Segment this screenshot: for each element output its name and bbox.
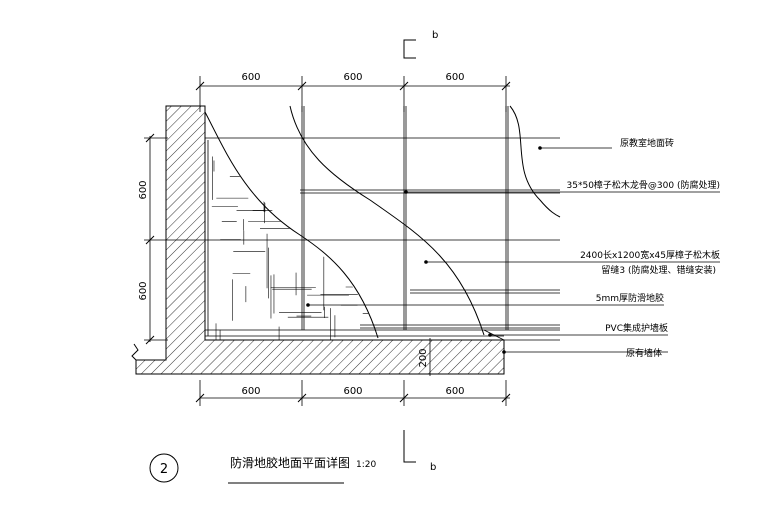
callout-gap: 留缝3 (防腐处理、错缝安装) <box>601 264 716 276</box>
top-dimension-line: 600 600 600 <box>195 72 511 112</box>
section-mark-top-label: b <box>432 30 438 41</box>
wall-thickness-dimension: 200 <box>418 338 431 376</box>
existing-wall <box>131 105 560 375</box>
callout-tile: 原教室地面砖 <box>620 137 674 149</box>
callout-labels: 原教室地面砖 35*50樟子松木龙骨@300 (防腐处理) 2400长x1200… <box>567 137 720 359</box>
dim-left-2: 600 <box>138 281 149 300</box>
break-lines <box>204 105 561 339</box>
callout-leaders <box>306 146 720 354</box>
dim-top-1: 600 <box>241 72 260 83</box>
detail-scale: 1:20 <box>356 460 376 470</box>
callout-wall: 原有墙体 <box>626 347 662 359</box>
left-dimension-line: 600 600 <box>138 133 205 345</box>
dim-top-3: 600 <box>445 72 464 83</box>
dim-left-1: 600 <box>138 180 149 199</box>
dim-bottom-3: 600 <box>445 386 464 397</box>
section-mark-bottom: b <box>403 430 436 473</box>
detail-title: 防滑地胶地面平面详图 <box>230 455 350 470</box>
dim-top-2: 600 <box>343 72 362 83</box>
callout-pvc: PVC集成护墙板 <box>605 322 668 334</box>
floor-tile-grid <box>205 106 560 331</box>
wood-joists <box>300 189 560 329</box>
callout-joist: 35*50樟子松木龙骨@300 (防腐处理) <box>567 179 720 191</box>
dim-bottom-1: 600 <box>241 386 260 397</box>
section-mark-bottom-label: b <box>430 462 436 473</box>
section-mark-top: b <box>403 30 438 59</box>
dim-bottom-2: 600 <box>343 386 362 397</box>
bottom-dimension-line: 600 600 600 <box>195 380 511 406</box>
callout-board: 2400长x1200宽x45厚樟子松木板 <box>580 249 720 261</box>
dim-wall-thickness: 200 <box>418 348 429 367</box>
title-block: 2 防滑地胶地面平面详图 1:20 <box>149 453 376 484</box>
detail-number: 2 <box>160 462 168 477</box>
callout-rubber: 5mm厚防滑地胶 <box>596 292 664 304</box>
